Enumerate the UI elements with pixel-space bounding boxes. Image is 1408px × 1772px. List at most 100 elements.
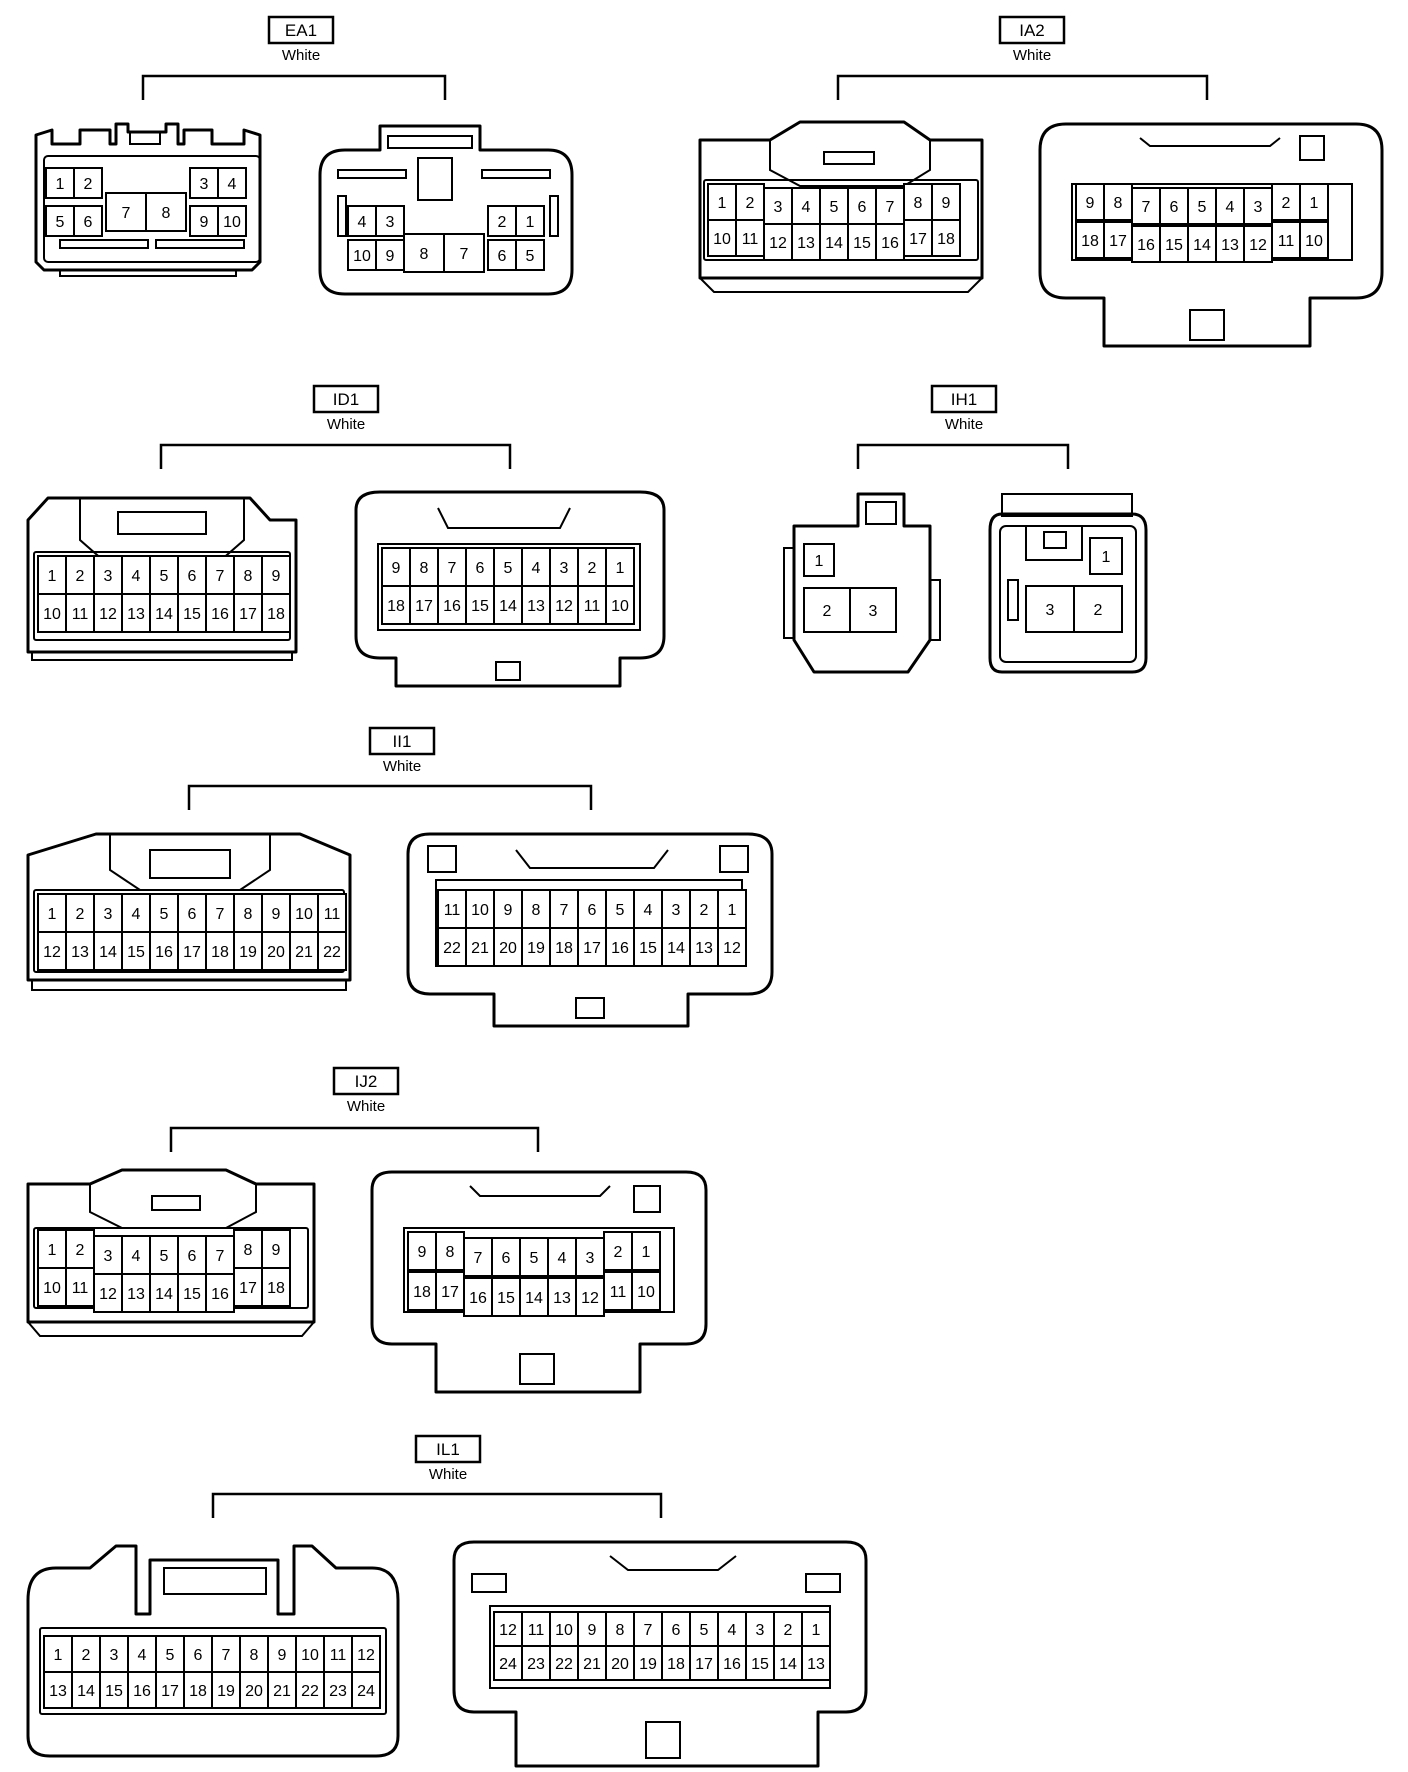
pin-number: 1: [1310, 195, 1319, 212]
pin-number: 21: [471, 940, 489, 957]
connector-bracket: [836, 74, 1209, 100]
pin-number: 19: [217, 1683, 235, 1700]
pin-number: 9: [392, 560, 401, 577]
connector-detail: [699, 277, 983, 293]
pin-number: 24: [499, 1656, 517, 1673]
pin-cell: [93, 931, 123, 971]
pin-number: 21: [295, 944, 313, 961]
pin-number: 11: [330, 1647, 347, 1664]
pin-number: 10: [43, 606, 61, 623]
pin-cell: [295, 1671, 325, 1709]
pin-number: 8: [616, 1622, 625, 1639]
pin-number: 12: [723, 940, 741, 957]
pin-number: 9: [272, 906, 281, 923]
pin-cell: [1089, 537, 1123, 575]
pin-number: 6: [672, 1622, 681, 1639]
connector-code-box: [414, 1434, 482, 1464]
connector-detail: [783, 547, 795, 639]
pin-number: 12: [43, 944, 61, 961]
pin-number: 7: [448, 560, 457, 577]
pin-number: 17: [183, 944, 201, 961]
pin-cell: [633, 1645, 663, 1681]
pin-number: 8: [244, 906, 253, 923]
pin-number: 23: [527, 1656, 545, 1673]
pin-number: 12: [769, 235, 787, 252]
pin-number: 12: [581, 1290, 599, 1307]
pin-number: 14: [1193, 237, 1211, 254]
pin-number: 1: [48, 568, 57, 585]
pin-number: 5: [526, 248, 535, 265]
pin-number: 10: [301, 1647, 319, 1664]
pin-cell: [1075, 221, 1105, 259]
pin-cell: [549, 927, 579, 967]
pin-cell: [93, 593, 123, 633]
connector-color: White: [383, 758, 421, 775]
pin-number: 22: [443, 940, 461, 957]
pin-number: 14: [499, 598, 517, 615]
pin-number: 13: [695, 940, 713, 957]
pin-cell: [177, 893, 207, 933]
connector-detail: [1001, 493, 1133, 517]
pin-cell: [801, 1611, 831, 1647]
connector-color: White: [1013, 47, 1051, 64]
pin-number: 11: [1278, 233, 1295, 250]
pin-cell: [37, 931, 67, 971]
pin-number: 1: [642, 1244, 651, 1261]
pin-number: 3: [386, 214, 395, 231]
pin-number: 10: [555, 1622, 573, 1639]
pin-number: 10: [611, 598, 629, 615]
pin-number: 2: [784, 1622, 793, 1639]
pin-number: 17: [583, 940, 601, 957]
pin-number: 18: [189, 1683, 207, 1700]
connector-detail: [387, 135, 473, 149]
pin-number: 16: [1137, 237, 1155, 254]
connector-color: White: [327, 416, 365, 433]
pin-number: 13: [807, 1656, 825, 1673]
pin-cell: [351, 1635, 381, 1673]
pin-number: 5: [166, 1647, 175, 1664]
pin-cell: [707, 219, 737, 257]
pin-number: 8: [250, 1647, 259, 1664]
pin-number: 17: [441, 1284, 459, 1301]
pin-cell: [217, 167, 247, 199]
connector-code-box: [368, 726, 436, 756]
pin-number: 7: [222, 1647, 231, 1664]
pin-number: 2: [746, 195, 755, 212]
connector-detail: [805, 1573, 841, 1593]
pin-number: 9: [942, 195, 951, 212]
pin-number: 5: [700, 1622, 709, 1639]
connector-code-box: [930, 384, 998, 414]
pin-number: 4: [132, 1248, 141, 1265]
connector-detail: [151, 1195, 201, 1211]
pin-cell: [375, 205, 405, 237]
pin-cell: [491, 1237, 521, 1277]
pin-number: 17: [239, 606, 257, 623]
connector-detail: [27, 1321, 315, 1337]
connector-detail: [43, 155, 261, 263]
connector-bracket: [187, 784, 593, 810]
connector-detail: [155, 239, 245, 249]
connector-code: IH1: [951, 390, 977, 409]
pin-number: 13: [797, 235, 815, 252]
pin-number: 9: [418, 1244, 427, 1261]
connector-detail: [471, 1573, 507, 1593]
connector-code: II1: [393, 732, 412, 751]
pin-number: 16: [469, 1290, 487, 1307]
pin-cell: [435, 1231, 465, 1271]
pin-cell: [631, 1271, 661, 1311]
pin-number: 6: [476, 560, 485, 577]
pin-number: 16: [443, 598, 461, 615]
pin-number: 1: [526, 214, 535, 231]
pin-number: 8: [244, 1242, 253, 1259]
pin-number: 10: [223, 214, 241, 231]
connector-bracket: [211, 1492, 663, 1518]
connector-bracket: [856, 443, 1070, 469]
pin-cell: [261, 1267, 291, 1307]
pin-cell: [661, 927, 691, 967]
pin-number: 8: [244, 568, 253, 585]
pin-number: 8: [446, 1244, 455, 1261]
